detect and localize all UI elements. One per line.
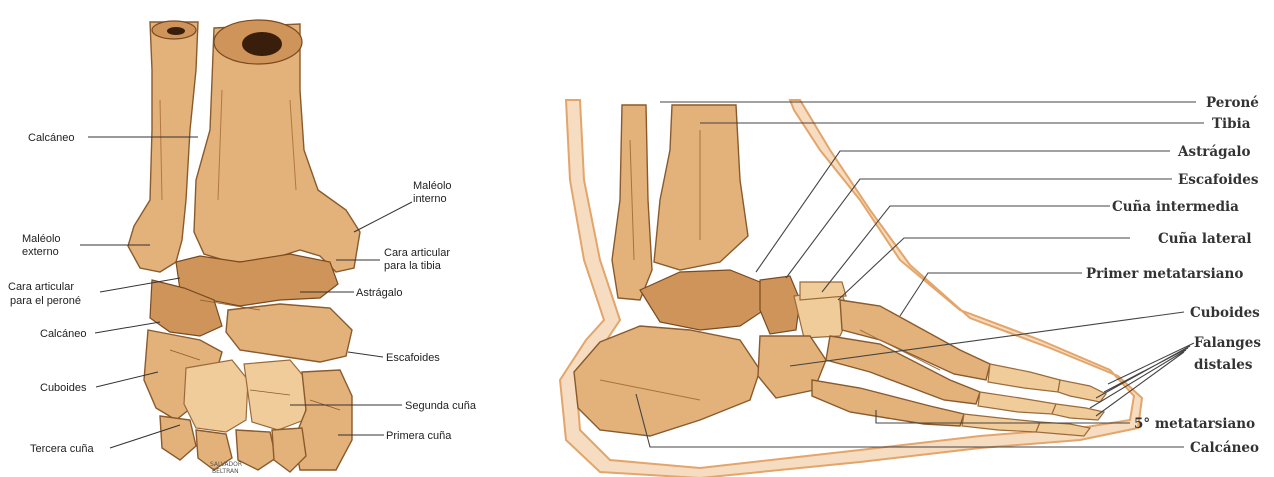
label-calcaneo-lateral: Calcáneo: [1190, 440, 1259, 456]
label-tercera-cuna: Tercera cuña: [30, 443, 94, 455]
label-cuboides: Cuboides: [40, 382, 87, 394]
svg-text:BELTRAN: BELTRAN: [212, 468, 239, 475]
label-cuna-intermedia: Cuña intermedia: [1112, 199, 1239, 215]
label-segunda-cuna: Segunda cuña: [405, 400, 477, 412]
label-tibia: Tibia: [1212, 116, 1251, 132]
label-primer-metatarsiano: Primer metatarsiano: [1086, 266, 1243, 282]
label-cuboides-lateral: Cuboides: [1190, 305, 1260, 321]
label-calcaneo-bottom: Calcáneo: [40, 328, 86, 340]
label-perone: Peroné: [1206, 95, 1259, 111]
label-escafoides-lateral: Escafoides: [1178, 172, 1259, 188]
label-calcaneo-top: Calcáneo: [28, 132, 74, 144]
label-primera-cuna: Primera cuña: [386, 430, 452, 442]
label-escafoides: Escafoides: [386, 352, 440, 364]
label-quinto-metatarsiano: 5° metatarsiano: [1134, 416, 1255, 432]
label-astragalo-lateral: Astrágalo: [1177, 144, 1251, 160]
anterior-view-illustration: [128, 20, 360, 472]
label-cuna-lateral: Cuña lateral: [1158, 231, 1252, 247]
label-astragalo: Astrágalo: [356, 287, 402, 299]
svg-text:SALVADOR: SALVADOR: [210, 461, 242, 468]
lateral-labels: Peroné Tibia Astrágalo Escafoides Cuña i…: [1086, 95, 1261, 456]
artist-signature: SALVADOR BELTRAN: [210, 461, 242, 475]
